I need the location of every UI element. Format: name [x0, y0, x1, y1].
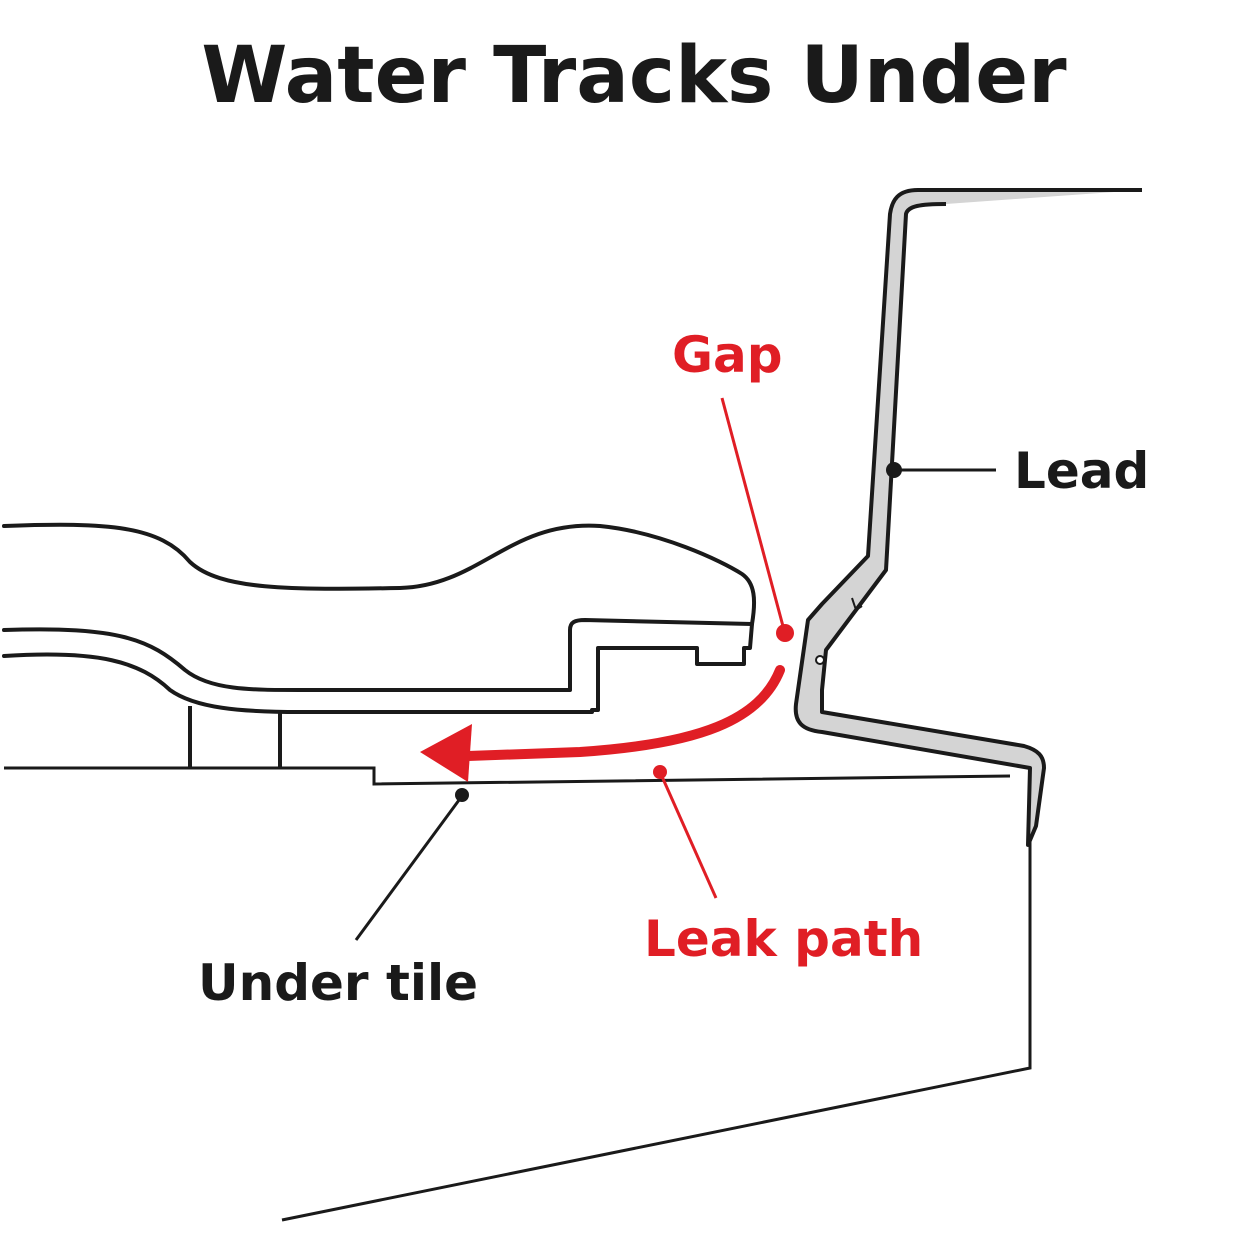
under-tile-label: Under tile: [198, 954, 478, 1012]
gap-marker-dot: [776, 624, 794, 642]
tile-top: [2, 522, 757, 712]
batten-support: [188, 706, 282, 768]
lead-marker-dot: [886, 462, 902, 478]
tile-underside: [2, 618, 754, 692]
roof-deck-line: [4, 766, 1011, 786]
under-tile-leader-line: [354, 795, 464, 941]
leak-path-leader-line: [658, 771, 718, 899]
gap-label: Gap: [672, 326, 783, 384]
leak-path-arrowhead: [420, 724, 472, 782]
lead-hook-detail: [851, 597, 863, 612]
gap-leader-line: [720, 397, 786, 631]
lead-fold-detail: [815, 655, 825, 665]
leak-path-marker-dot: [653, 765, 667, 779]
under-tile-marker-dot: [455, 788, 469, 802]
lead-label: Lead: [1014, 442, 1149, 500]
wall-body: [281, 800, 1032, 1222]
diagram-title: Water Tracks Under: [201, 31, 1067, 121]
lead-flashing: [793, 188, 1142, 847]
leak-path-arrow-line: [463, 665, 785, 761]
tile-lower-layer: [2, 652, 594, 714]
leak-path-label: Leak path: [644, 910, 923, 968]
